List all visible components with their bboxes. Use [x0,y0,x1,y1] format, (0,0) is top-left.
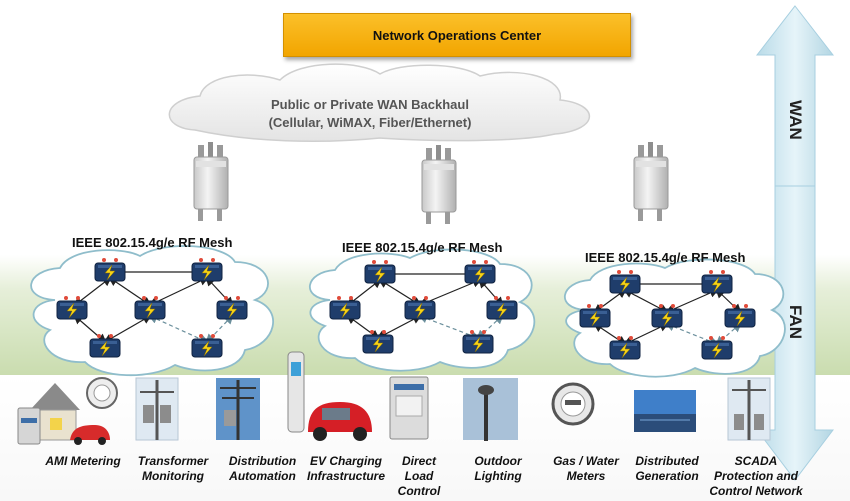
transformer-monitoring-icon [135,377,179,441]
ev-charging-icon [287,351,372,441]
wan-side-label: WAN [786,100,805,140]
ami-metering-icon [17,377,118,445]
gas-water-meter-icon [551,382,595,426]
app-label-ev-charging: EV Charging Infrastructure [306,454,386,483]
access-point-1 [193,141,229,222]
wan-cloud [168,63,591,143]
distribution-automation-icon [216,378,260,440]
outdoor-lighting-icon [463,378,518,441]
mesh-label-3: IEEE 802.15.4g/e RF Mesh [585,250,746,265]
wan-backhaul-line1: Public or Private WAN Backhaul [271,97,469,112]
network-operations-center-box: Network Operations Center [283,13,631,57]
mesh-label-2: IEEE 802.15.4g/e RF Mesh [342,240,503,255]
mesh-cloud-1 [30,245,274,377]
noc-title: Network Operations Center [372,27,542,43]
app-label-ami-metering: AMI Metering [45,454,121,468]
mesh-cloud-3 [564,258,786,378]
app-label-distributed-generation: Distributed Generation [635,454,699,483]
direct-load-control-icon [389,376,429,440]
mesh-label-1: IEEE 802.15.4g/e RF Mesh [72,235,233,250]
wan-backhaul-label: Public or Private WAN Backhaul (Cellular… [220,96,520,132]
distributed-generation-icon [634,390,696,432]
mesh-cloud-2 [309,248,536,372]
app-label-transformer-monitoring: Transformer Monitoring [137,454,209,483]
scada-icon [727,377,771,441]
app-label-gas-water-meters: Gas / Water Meters [553,454,619,483]
fan-side-label: FAN [786,305,805,339]
access-point-2 [421,144,457,225]
app-label-distribution-automation: Distribution Automation [228,454,297,483]
app-label-outdoor-lighting: Outdoor Lighting [474,454,522,483]
app-label-direct-load-control: Direct Load Control [397,454,441,498]
app-label-scada: SCADA Protection and Control Network [709,454,803,498]
access-point-3 [633,141,669,222]
wan-fan-arrow [755,5,835,481]
wan-backhaul-line2: (Cellular, WiMAX, Fiber/Ethernet) [268,115,472,130]
